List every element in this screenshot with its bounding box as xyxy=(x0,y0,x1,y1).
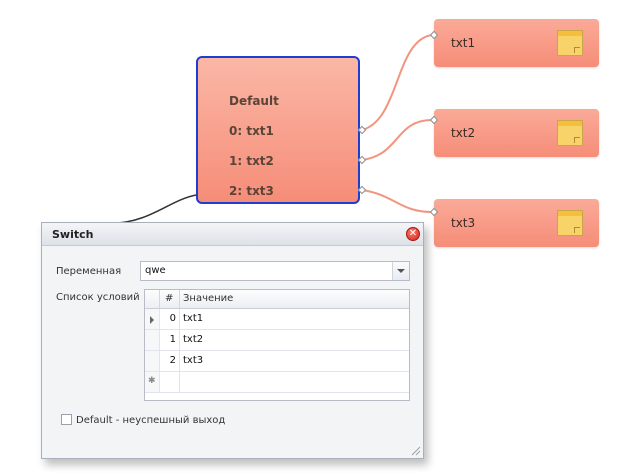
text-node-txt2[interactable]: txt2 xyxy=(434,109,599,157)
row-value: txt2 xyxy=(183,334,204,345)
conditions-label: Список условий xyxy=(56,292,140,303)
row-num: 2 xyxy=(169,355,176,366)
switch-default-label: Default xyxy=(229,94,279,108)
text-node-label: txt2 xyxy=(451,126,476,140)
grid-header-indicator xyxy=(145,290,160,309)
table-row-num[interactable]: 2 xyxy=(160,351,180,372)
close-icon[interactable]: ✕ xyxy=(406,227,420,241)
grid-header-value[interactable]: Значение xyxy=(180,290,409,309)
row-indicator[interactable] xyxy=(145,330,160,351)
wire-case-1 xyxy=(361,119,433,161)
switch-case-0-label: 0: txt1 xyxy=(229,124,274,138)
new-row-num[interactable] xyxy=(160,372,180,393)
conditions-grid[interactable]: # Значение 0 txt1 1 txt2 2 txt3 ✱ xyxy=(144,289,410,401)
current-row-arrow-icon xyxy=(150,316,154,324)
sticky-note-icon xyxy=(557,30,583,56)
grid-header-num[interactable]: # xyxy=(160,290,180,309)
table-row-value[interactable]: txt3 xyxy=(180,351,409,372)
switch-case-2-label: 2: txt3 xyxy=(229,184,274,198)
switch-dialog: Switch ✕ Переменная qwe Список условий #… xyxy=(41,222,424,459)
header-num-label: # xyxy=(165,293,174,304)
table-row-num[interactable]: 1 xyxy=(160,330,180,351)
switch-case-1-label: 1: txt2 xyxy=(229,154,274,168)
variable-value: qwe xyxy=(145,265,166,276)
header-value-label: Значение xyxy=(183,293,234,304)
default-checkbox-label: Default - неуспешный выход xyxy=(76,415,226,426)
row-num: 0 xyxy=(169,313,176,324)
row-num: 1 xyxy=(169,334,176,345)
new-row-indicator[interactable]: ✱ xyxy=(145,372,160,393)
text-node-txt1[interactable]: txt1 xyxy=(434,19,599,67)
text-node-txt3[interactable]: txt3 xyxy=(434,199,599,247)
new-row-icon: ✱ xyxy=(148,376,156,386)
table-row-value[interactable]: txt1 xyxy=(180,309,409,330)
sticky-note-icon xyxy=(557,210,583,236)
table-row-num[interactable]: 0 xyxy=(160,309,180,330)
row-value: txt1 xyxy=(183,313,204,324)
new-row-value[interactable] xyxy=(180,372,409,393)
wire-input xyxy=(114,194,197,224)
row-indicator[interactable] xyxy=(145,351,160,372)
sticky-note-icon xyxy=(557,120,583,146)
chevron-down-icon[interactable] xyxy=(392,262,409,280)
text-node-label: txt3 xyxy=(451,216,476,230)
dialog-titlebar[interactable]: Switch ✕ xyxy=(42,223,423,246)
dialog-title: Switch xyxy=(52,228,94,241)
text-node-label: txt1 xyxy=(451,36,476,50)
wire-case-2 xyxy=(361,189,433,213)
row-indicator[interactable] xyxy=(145,309,160,330)
switch-node[interactable]: Default 0: txt1 1: txt2 2: txt3 xyxy=(196,56,360,204)
default-checkbox[interactable] xyxy=(61,414,72,425)
row-value: txt3 xyxy=(183,355,204,366)
table-row-value[interactable]: txt2 xyxy=(180,330,409,351)
wire-case-0 xyxy=(361,34,433,131)
variable-combobox[interactable]: qwe xyxy=(140,261,410,281)
variable-label: Переменная xyxy=(56,266,122,277)
resize-grip-icon[interactable] xyxy=(409,444,421,456)
